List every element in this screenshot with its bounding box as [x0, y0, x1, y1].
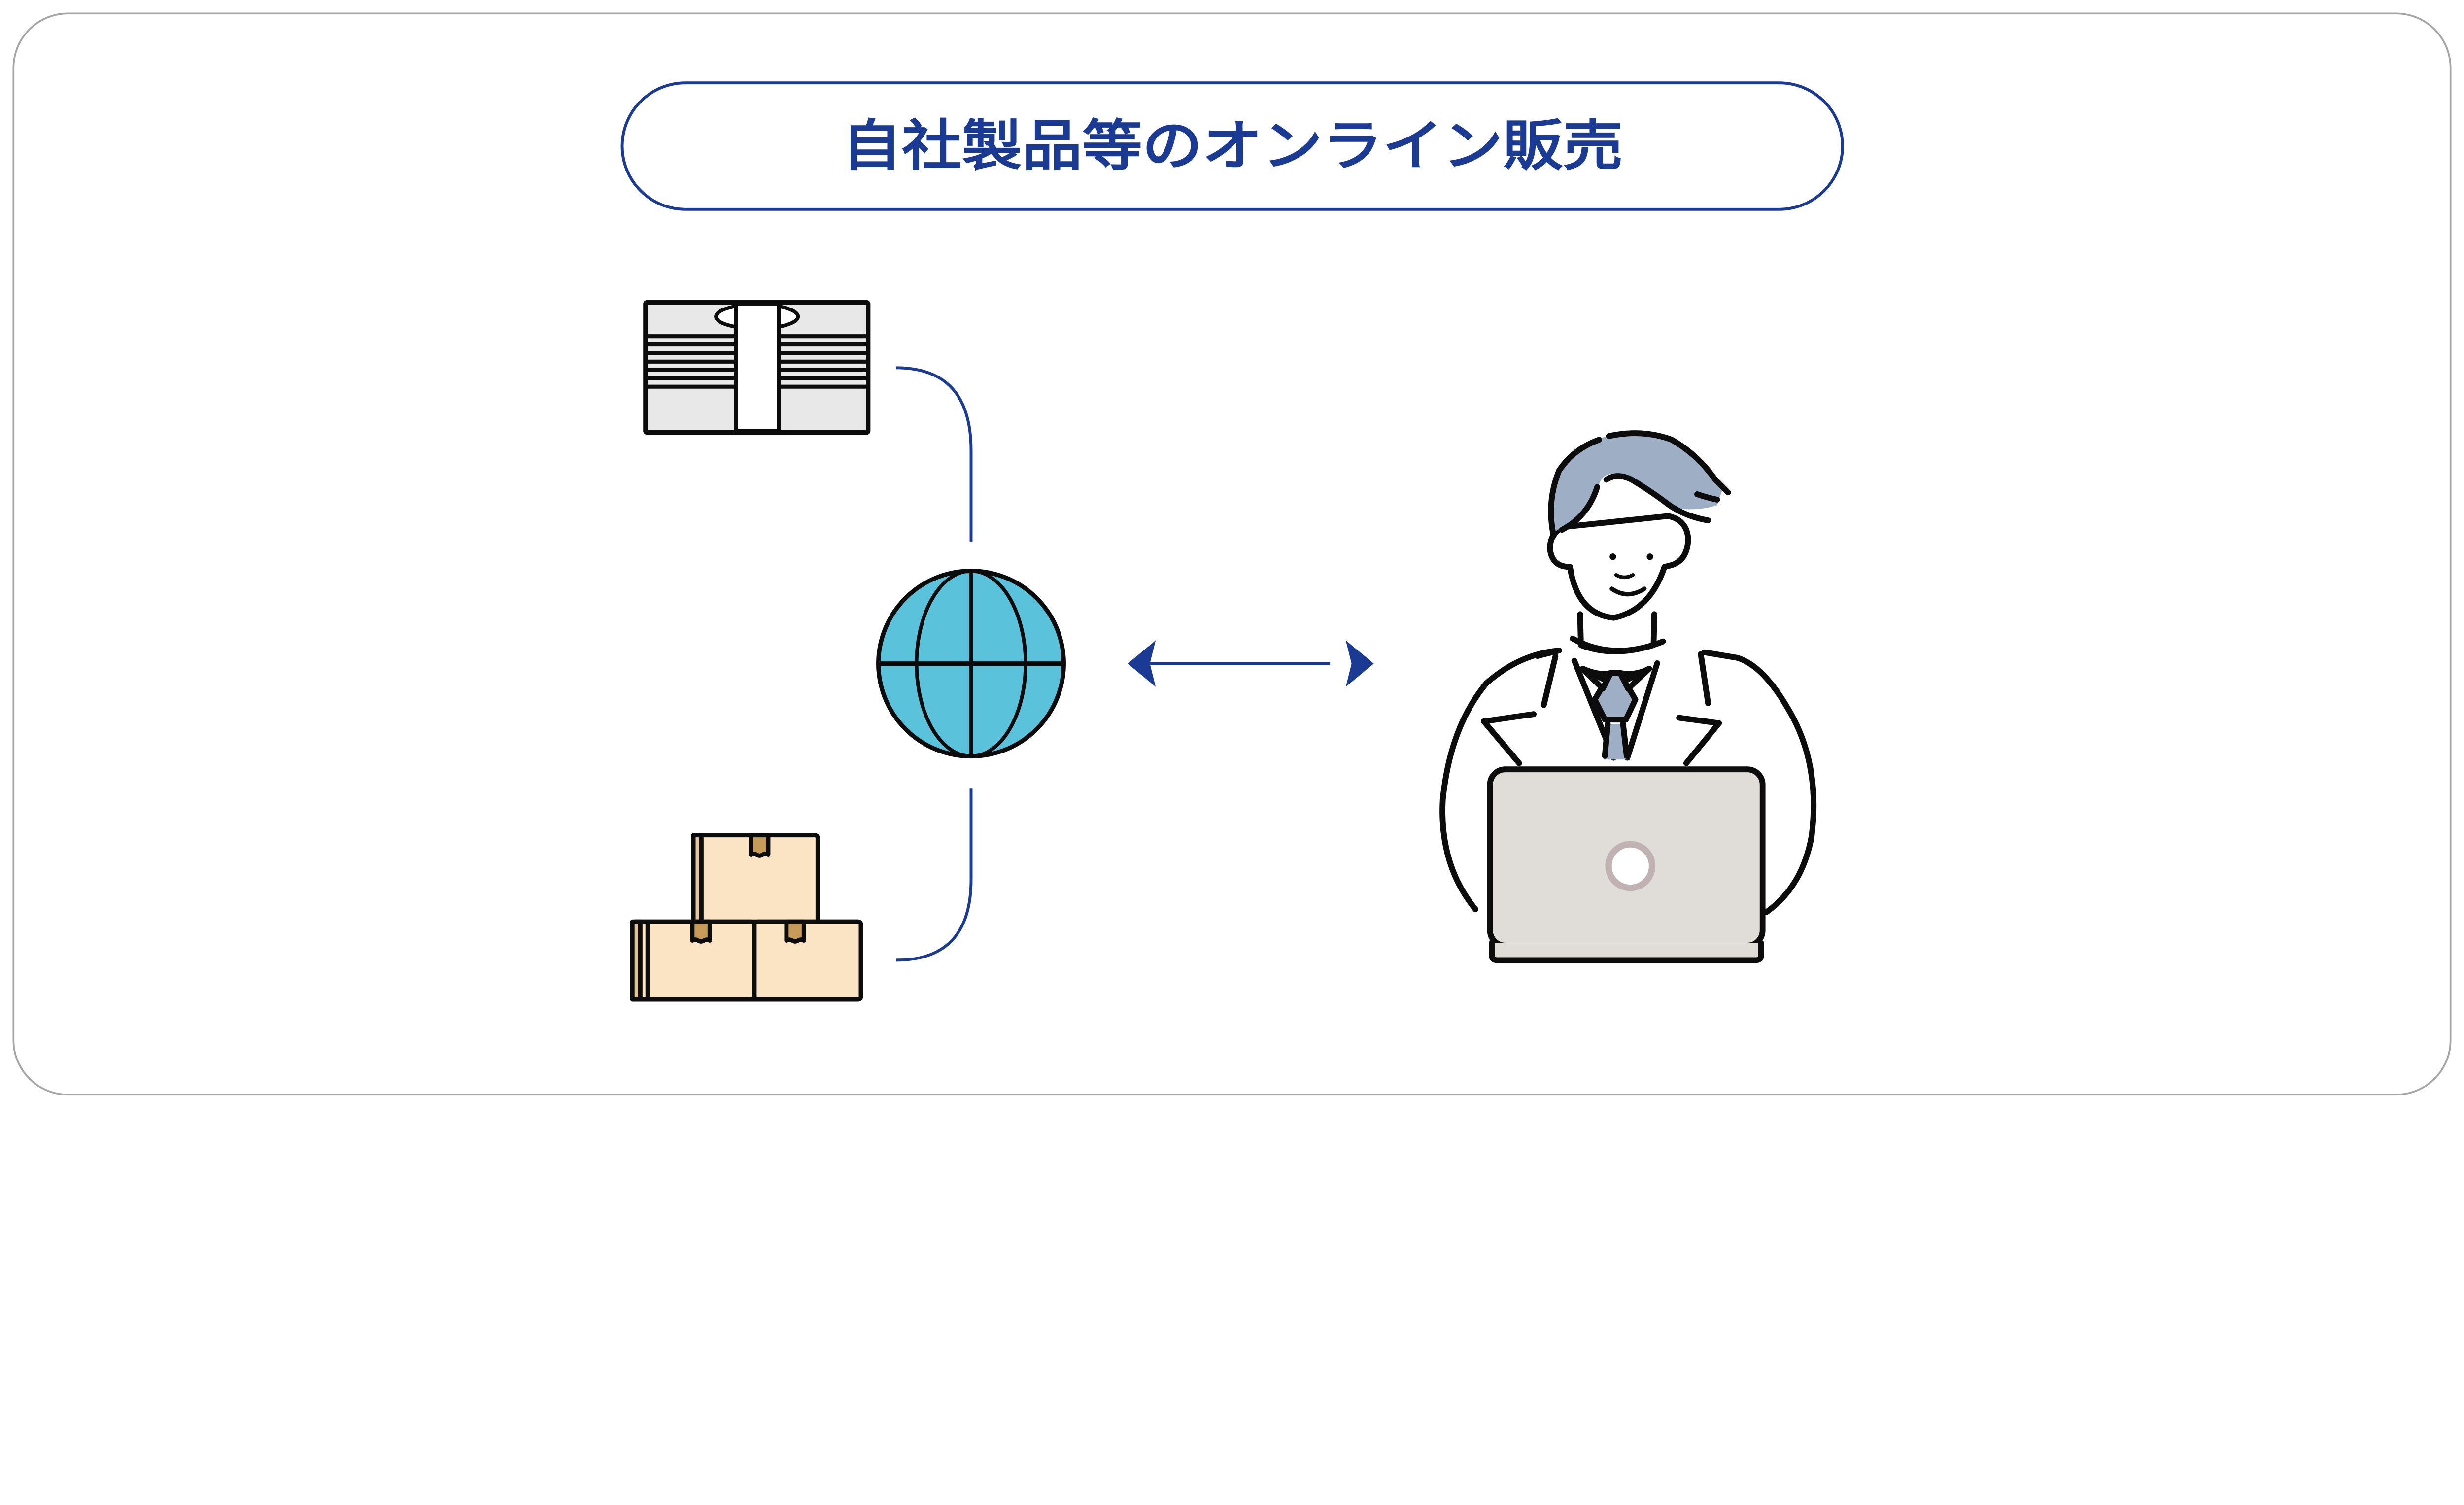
hair — [1548, 430, 1731, 539]
title-banner: 自社製品等のオンライン販売 — [620, 81, 1844, 211]
outer-frame — [12, 12, 2452, 1096]
cash-bundle-icon — [643, 300, 871, 435]
cash-paper-band — [734, 302, 781, 433]
arrow-head-left — [1128, 640, 1156, 687]
box-bottom-right — [752, 919, 863, 1002]
diagram-stage: 自社製品等のオンライン販売 — [12, 12, 2452, 1096]
connector-bottom — [896, 788, 973, 962]
left-eye — [1609, 553, 1616, 560]
title-pill — [620, 81, 1844, 211]
page-title: 自社製品等のオンライン販売 — [842, 114, 1623, 178]
arrow-head-right — [1345, 640, 1374, 687]
globe-icon — [876, 569, 1066, 759]
diagram-canvas: 自社製品等のオンライン販売 — [12, 12, 2452, 1096]
smile — [1609, 586, 1647, 597]
right-eye — [1646, 553, 1653, 560]
cardboard-boxes-icon — [630, 833, 863, 1002]
neck — [1570, 611, 1666, 654]
face — [1547, 513, 1691, 621]
shirt-collar — [1579, 666, 1652, 692]
facial-features — [1609, 553, 1653, 597]
laptop-icon — [1487, 766, 1766, 963]
connector-top — [896, 366, 973, 542]
businessman-laptop-icon — [1439, 430, 1817, 963]
laptop-logo — [1605, 841, 1656, 891]
double-arrow-icon — [1128, 640, 1374, 687]
box-top — [691, 833, 820, 925]
nose — [1614, 573, 1635, 580]
box-bottom-left — [630, 919, 756, 1002]
